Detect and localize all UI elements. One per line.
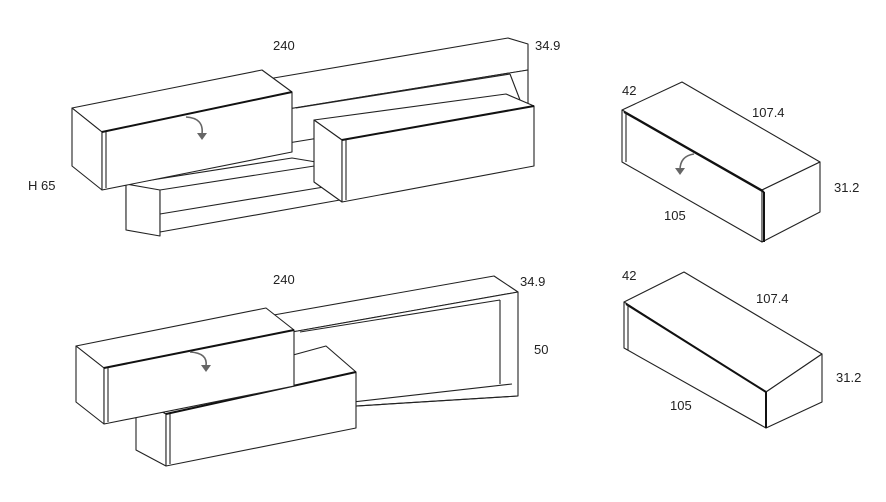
top-module-drawing: 42 107.4 31.2 105 [621, 81, 859, 243]
bottom-module-front-width-label: 105 [670, 398, 692, 413]
bottom-unit-depth-label: 34.9 [520, 274, 545, 289]
top-unit-depth-label: 34.9 [535, 38, 560, 53]
bottom-upper-drawer [75, 307, 295, 425]
top-unit-width-label: 240 [273, 38, 295, 53]
top-module-depth-label: 42 [622, 83, 636, 98]
top-module-height-label: 31.2 [834, 180, 859, 195]
top-module-width-label: 107.4 [752, 105, 785, 120]
bottom-unit-height-label: 50 [534, 342, 548, 357]
top-module-front-width-label: 105 [664, 208, 686, 223]
top-right-drawer [313, 93, 535, 203]
bottom-module-depth-label: 42 [622, 268, 636, 283]
bottom-module-drawing: 42 107.4 31.2 105 [622, 268, 861, 429]
bottom-module-width-label: 107.4 [756, 291, 789, 306]
top-unit-height-label: H 65 [28, 178, 55, 193]
bottom-unit-width-label: 240 [273, 272, 295, 287]
top-left-drawer [71, 69, 293, 191]
top-open-shelf [125, 37, 529, 237]
bottom-module-height-label: 31.2 [836, 370, 861, 385]
bottom-sideboard-drawing: 240 34.9 50 [75, 272, 548, 467]
top-sideboard-drawing: 240 34.9 H 65 [28, 37, 560, 237]
